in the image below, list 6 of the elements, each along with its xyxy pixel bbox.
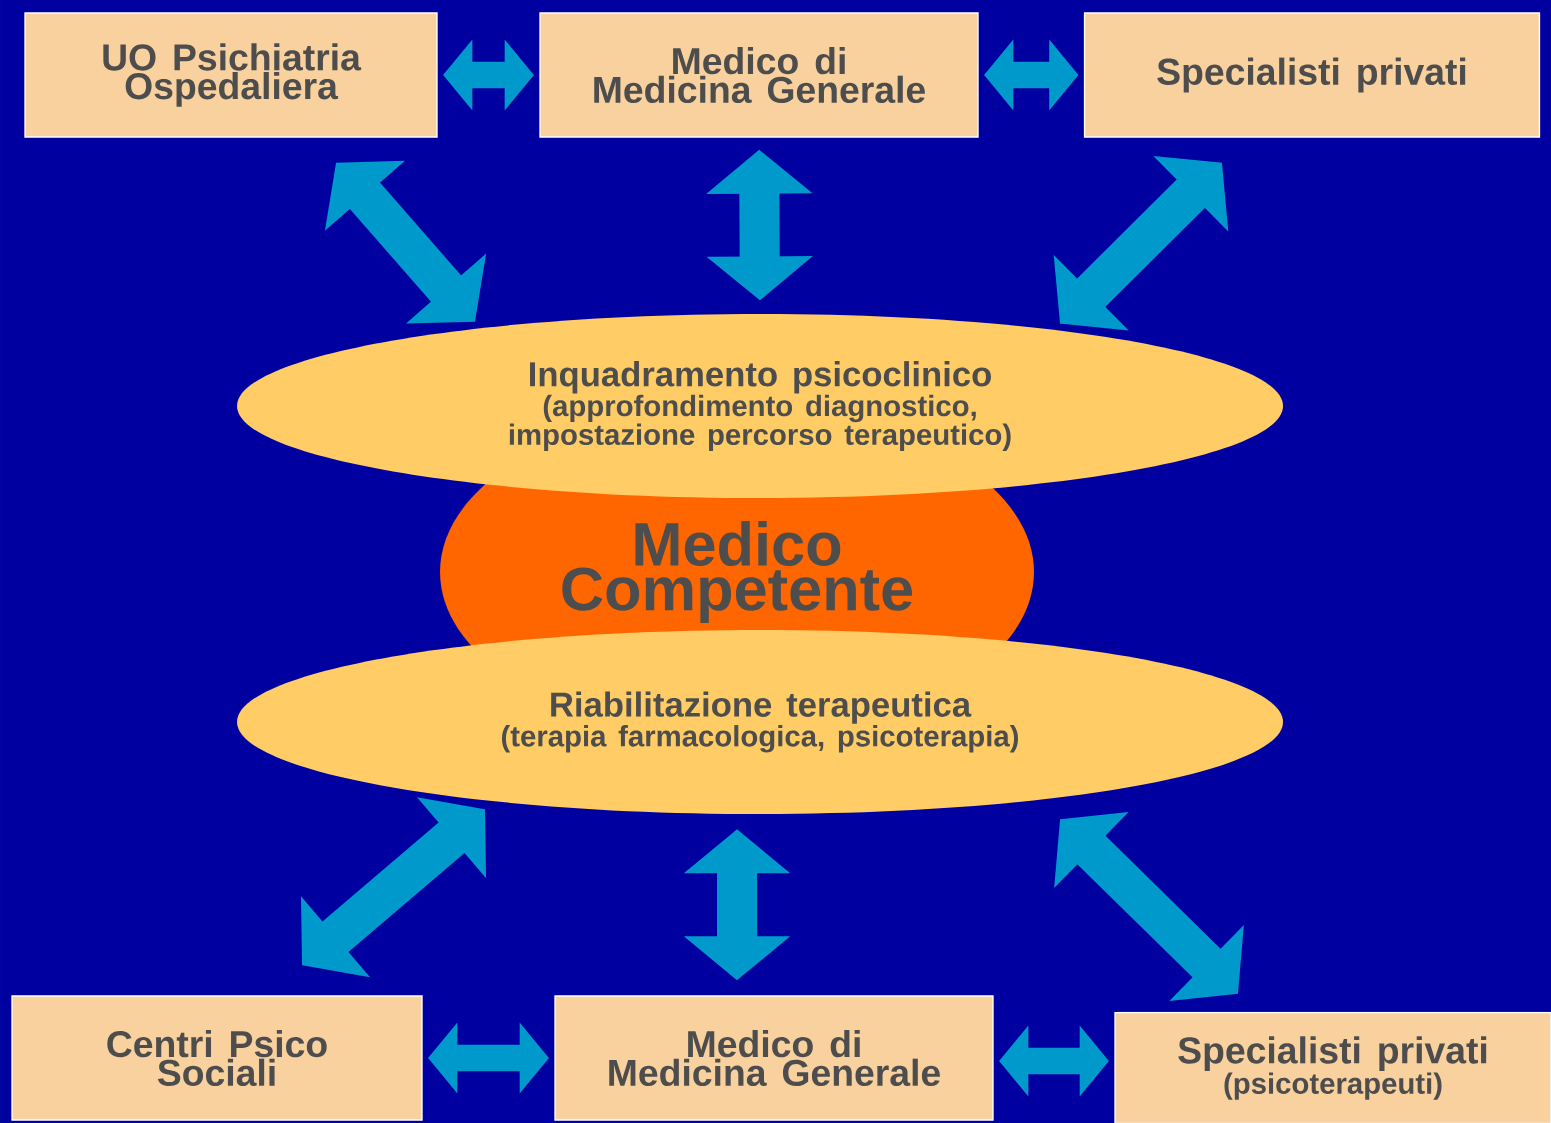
text-box: Specialisti privati (psicoterapeuti)	[1114, 1011, 1551, 1123]
text-box: Specialisti privati	[1083, 12, 1541, 138]
text-box: Centri Psico Sociali	[11, 995, 423, 1121]
text-box: Medico di Medicina Generale	[539, 12, 979, 138]
text-box: Medico di Medicina Generale	[554, 995, 994, 1121]
text-box: UO Psichiatria Ospedaliera	[24, 12, 438, 138]
